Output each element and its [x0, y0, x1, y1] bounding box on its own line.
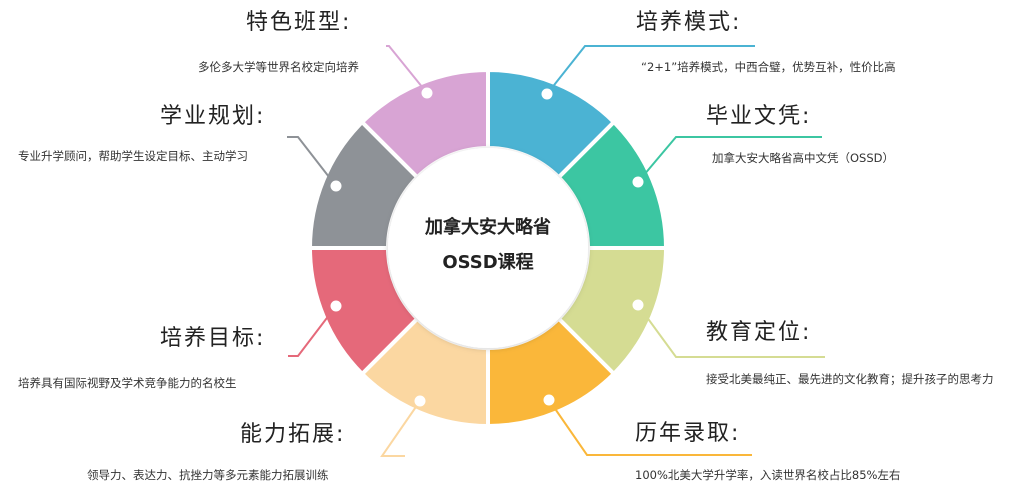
desc-nengli-tuozhan: 领导力、表达力、抗挫力等多元素能力拓展训练	[87, 468, 329, 482]
title-peiyang-moshi: 培养模式:	[636, 10, 742, 35]
dot-biye-wenping	[631, 175, 645, 189]
dot-tese-banxing	[420, 86, 434, 100]
desc-peiyang-moshi: “2+1”培养模式，中西合璧，优势互补，性价比高	[641, 60, 896, 74]
desc-linian-luqu: 100%北美大学升学率，入读世界名校占比85%左右	[635, 468, 901, 482]
desc-jiaoyu-dingwei: 接受北美最纯正、最先进的文化教育；提升孩子的思考力	[706, 372, 994, 386]
leader-line-peiyang-moshi	[546, 45, 755, 95]
leader-line-xueye-guihua	[287, 136, 337, 187]
title-linian-luqu: 历年录取:	[635, 421, 741, 446]
leader-line-linian-luqu	[548, 399, 752, 456]
desc-tese-banxing: 多伦多大学等世界名校定向培养	[198, 60, 359, 74]
leader-line-tese-banxing	[386, 45, 428, 94]
title-nengli-tuozhan: 能力拓展:	[240, 422, 346, 447]
desc-peiyang-mubiao: 培养具有国际视野及学术竞争能力的名校生	[18, 376, 237, 390]
title-xueye-guihua: 学业规划:	[160, 104, 266, 129]
dot-linian-luqu	[542, 393, 556, 407]
title-tese-banxing: 特色班型:	[246, 10, 352, 35]
title-jiaoyu-dingwei: 教育定位:	[706, 320, 812, 345]
desc-biye-wenping: 加拿大安大略省高中文凭（OSSD）	[712, 151, 895, 165]
leader-line-nengli-tuozhan	[380, 400, 421, 457]
dot-jiaoyu-dingwei	[631, 298, 645, 312]
center-circle	[388, 148, 588, 348]
dot-peiyang-mubiao	[329, 299, 343, 313]
title-biye-wenping: 毕业文凭:	[706, 104, 812, 129]
dot-peiyang-moshi	[540, 87, 554, 101]
leader-line-jiaoyu-dingwei	[637, 304, 825, 358]
title-peiyang-mubiao: 培养目标:	[160, 326, 266, 351]
center-title-line2: OSSD课程	[442, 252, 534, 273]
dot-xueye-guihua	[329, 179, 343, 193]
center-title-line1: 加拿大安大略省	[425, 217, 551, 238]
leader-line-peiyang-mubiao	[288, 305, 337, 357]
leader-line-biye-wenping	[637, 136, 822, 183]
desc-xueye-guihua: 专业升学顾问，帮助学生设定目标、主动学习	[18, 149, 248, 163]
dot-nengli-tuozhan	[413, 394, 427, 408]
